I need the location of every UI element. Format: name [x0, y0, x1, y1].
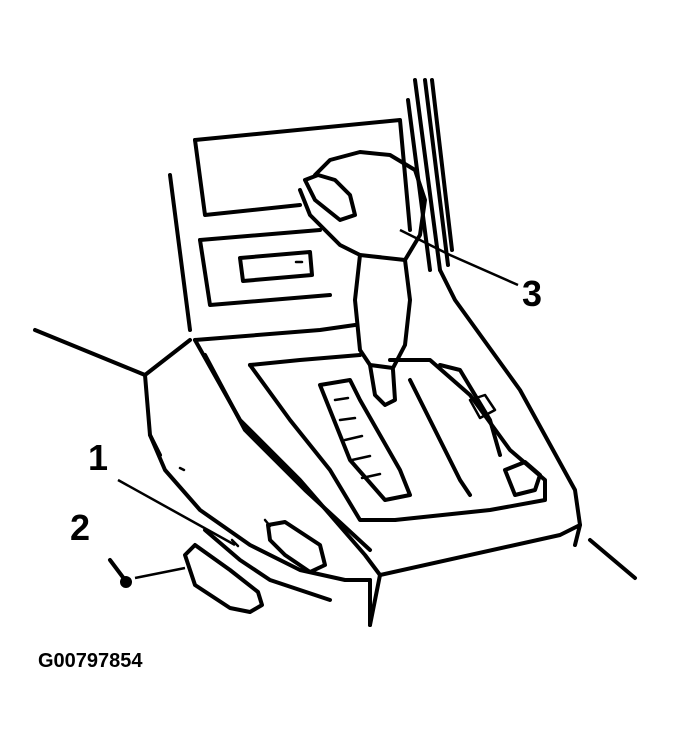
dash-edges: [406, 78, 454, 272]
console-side: [33, 328, 637, 627]
shift-gate: [248, 353, 547, 522]
leader-lines: [117, 228, 519, 580]
figure-id: G00797854: [38, 650, 143, 672]
shift-lever: [298, 150, 427, 407]
callout-3: 3: [522, 273, 543, 314]
screw: [108, 558, 132, 588]
dash-panel: [168, 118, 412, 332]
callout-1: 1: [88, 437, 109, 478]
callout-2: 2: [70, 507, 91, 548]
leader-2: [134, 566, 186, 580]
leader-1: [117, 478, 236, 547]
trim-cover: [183, 518, 327, 614]
leader-3: [399, 228, 519, 287]
console-surround: [193, 268, 582, 627]
